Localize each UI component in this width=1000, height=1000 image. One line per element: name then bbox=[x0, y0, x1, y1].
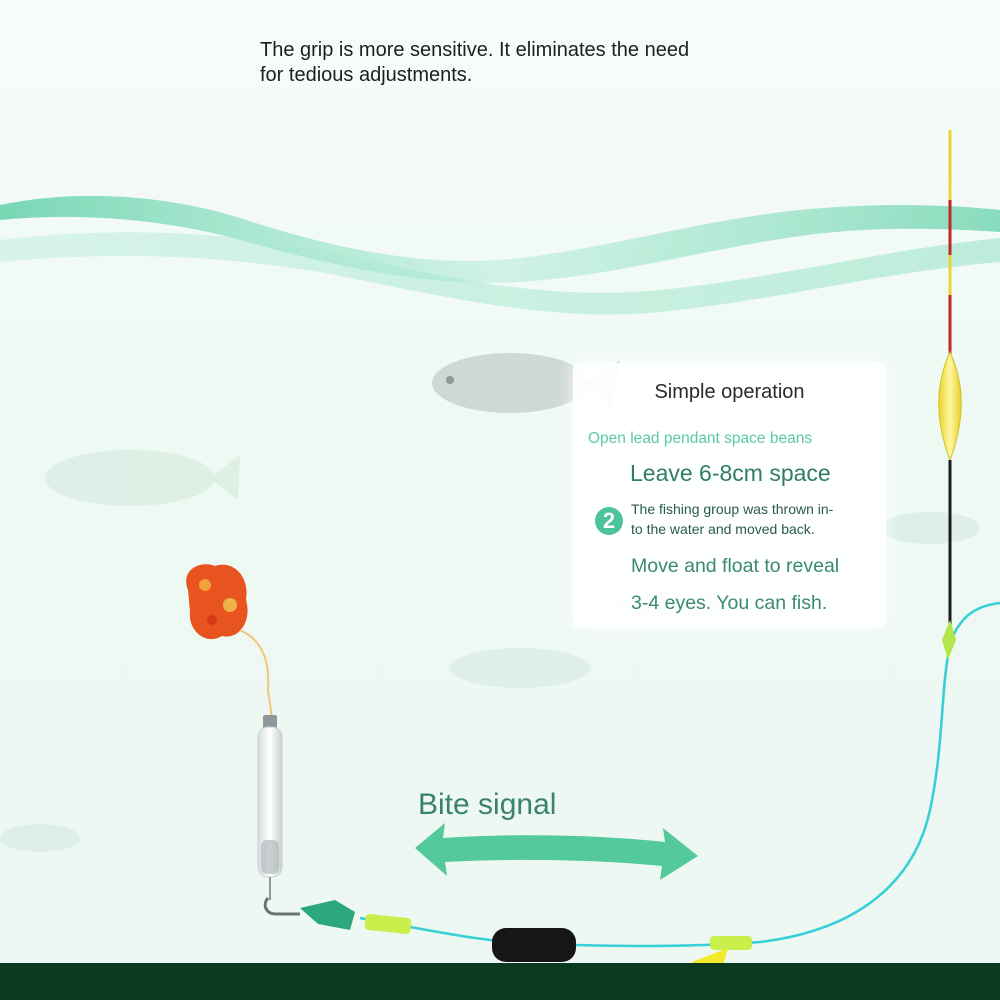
step-2-line-4: 3-4 eyes. You can fish. bbox=[631, 592, 828, 614]
step-1-text: Open lead pendant space beans bbox=[588, 430, 813, 447]
step-1-emphasis: Leave 6-8cm space bbox=[630, 460, 831, 486]
bite-signal-arrow bbox=[415, 823, 698, 880]
fishing-line bbox=[359, 601, 1000, 948]
lead-sinker bbox=[257, 715, 283, 900]
bite-signal-label: Bite signal bbox=[418, 788, 557, 821]
black-bead bbox=[492, 928, 576, 962]
card-title: Simple operation bbox=[654, 381, 805, 403]
ground-strip bbox=[0, 963, 1000, 1000]
headline-line-2: for tedious adjustments. bbox=[260, 64, 473, 86]
step-2-text: The fishing group was thrown in- to the … bbox=[631, 499, 881, 539]
fishing-float bbox=[938, 130, 962, 660]
green-sleeve bbox=[710, 936, 752, 950]
headline-text: The grip is more sensitive. It eliminate… bbox=[260, 38, 780, 88]
bait-icon bbox=[186, 564, 273, 719]
step-2-line-1: The fishing group was thrown in- bbox=[631, 501, 834, 517]
step-2-line-3: Move and float to reveal bbox=[631, 555, 840, 577]
step-2-line-2: to the water and moved back. bbox=[631, 521, 815, 537]
step-2-detail: Move and float to reveal 3-4 eyes. You c… bbox=[631, 548, 881, 622]
water-wave bbox=[0, 195, 1000, 315]
headline-line-1: The grip is more sensitive. It eliminate… bbox=[260, 39, 690, 61]
instruction-card: Simple operation Open lead pendant space… bbox=[573, 363, 886, 628]
step-2-badge: 2 bbox=[595, 507, 623, 535]
swivel-connector bbox=[263, 897, 412, 934]
